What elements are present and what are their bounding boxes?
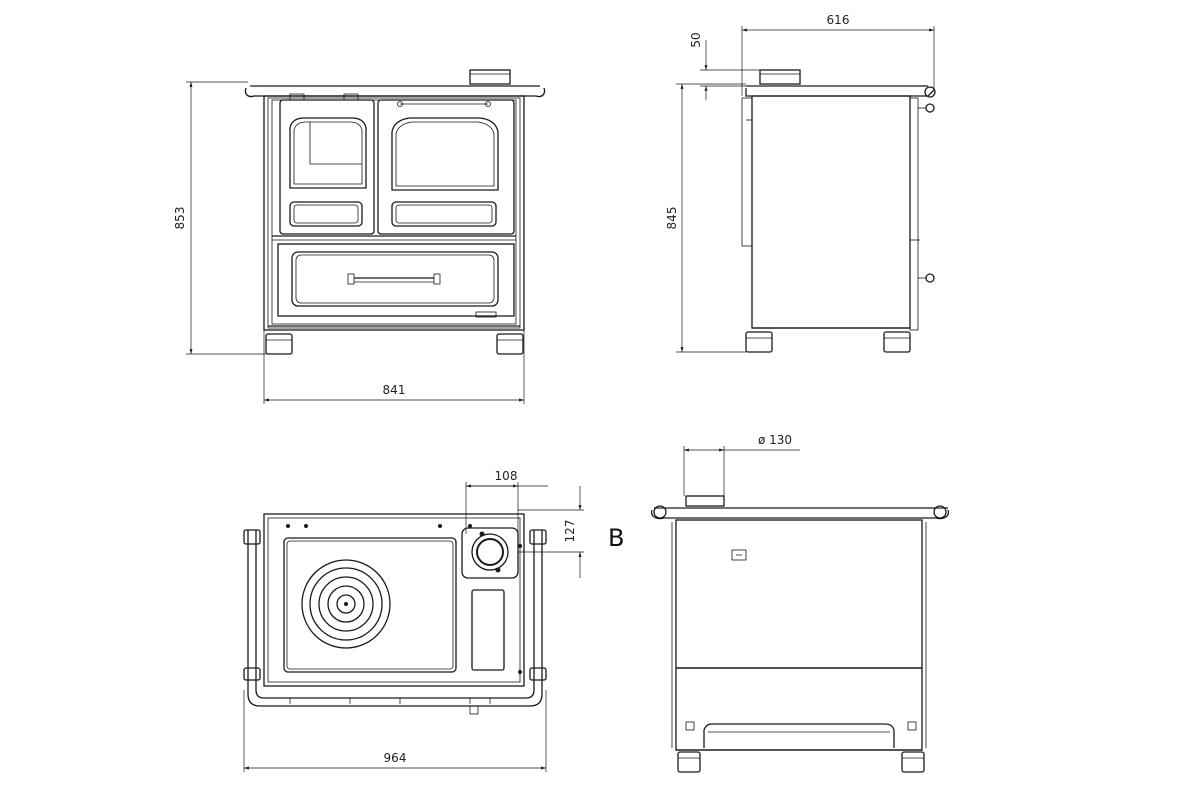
front-width-label: 841 bbox=[383, 383, 406, 397]
flue-offset-y-label: 127 bbox=[563, 520, 577, 543]
rear-view bbox=[650, 495, 950, 773]
front-dimensions: 853 841 bbox=[173, 81, 525, 404]
side-top-offset-label: 50 bbox=[689, 32, 703, 47]
view-b-label: B bbox=[608, 524, 624, 552]
front-height-label: 853 bbox=[173, 207, 187, 230]
rear-dimensions: ø 130 bbox=[683, 433, 800, 496]
side-view bbox=[741, 69, 936, 353]
side-dimensions: 616 50 845 bbox=[665, 13, 935, 353]
top-view bbox=[243, 513, 547, 715]
front-view bbox=[244, 69, 546, 355]
flue-diameter-label: ø 130 bbox=[758, 433, 792, 447]
side-depth-label: 616 bbox=[827, 13, 850, 27]
side-height-label: 845 bbox=[665, 207, 679, 230]
flue-offset-x-label: 108 bbox=[495, 469, 518, 483]
top-width-label: 964 bbox=[384, 751, 407, 765]
top-dimensions: 108 127 964 bbox=[243, 469, 584, 772]
